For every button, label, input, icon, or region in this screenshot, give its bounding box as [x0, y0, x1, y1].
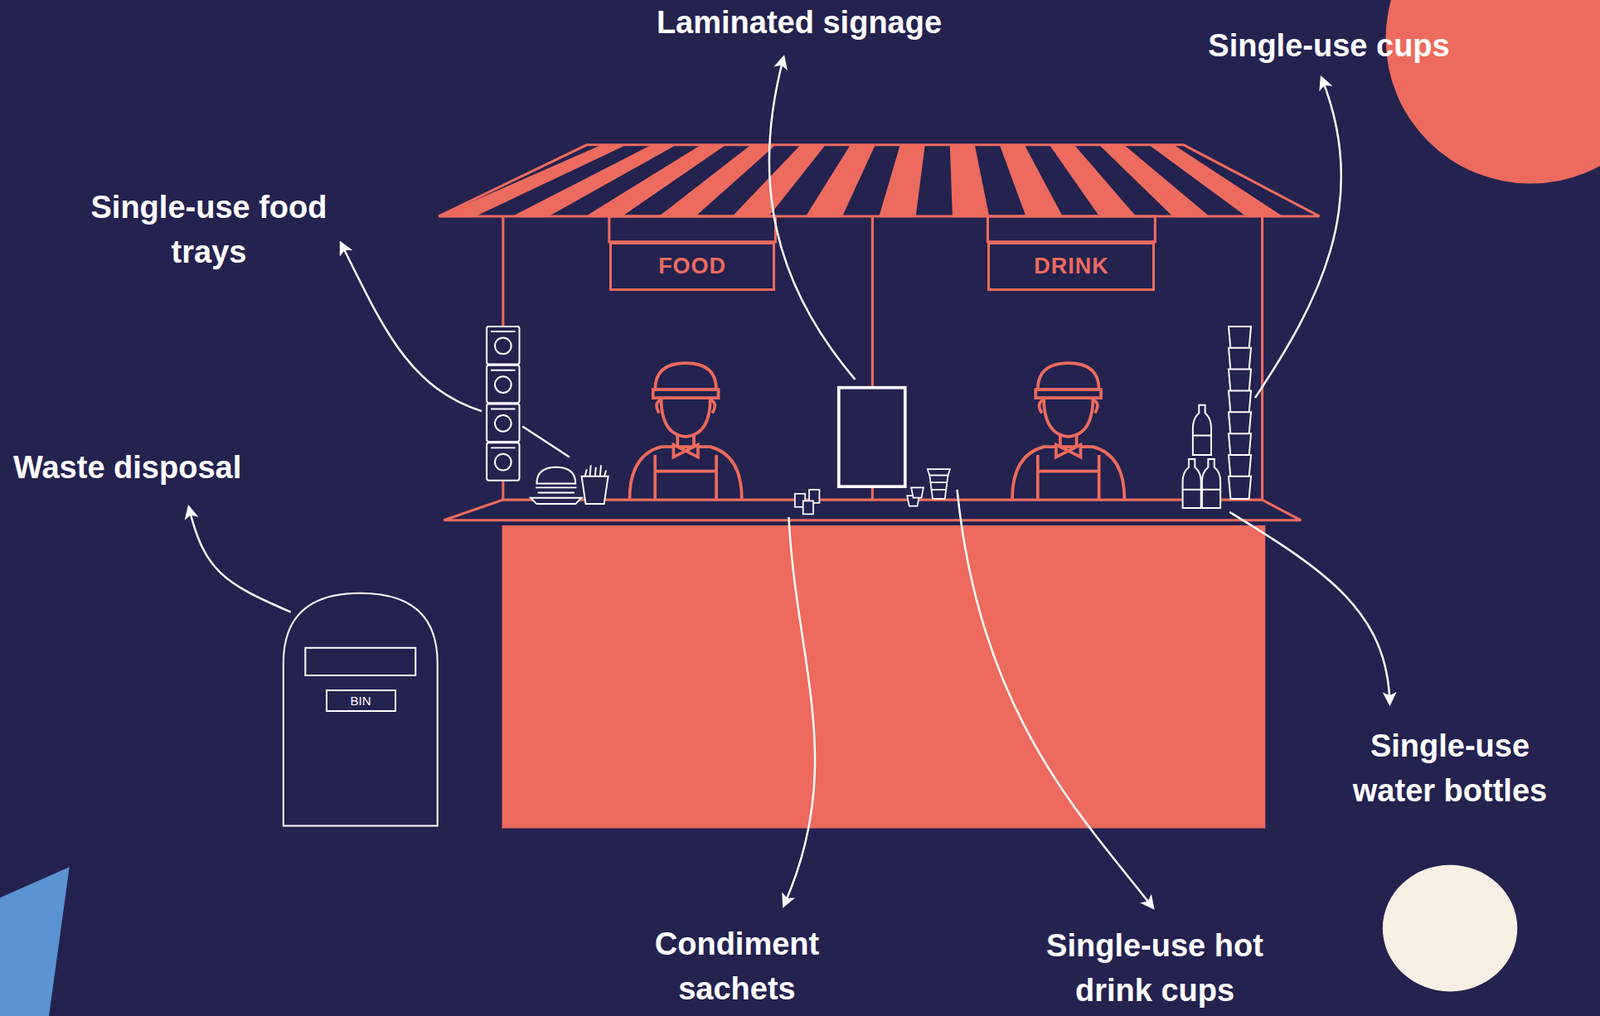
leader-lines: [189, 57, 1391, 909]
worker-body: [629, 446, 742, 500]
tray-icon: [494, 376, 512, 393]
stacked-cup: [1228, 390, 1251, 413]
stacked-cup: [1228, 476, 1251, 500]
stall-sign: FOOD: [609, 242, 776, 291]
leader-arrow: [1255, 77, 1342, 398]
awning-stripe: [1149, 145, 1283, 217]
tray-icon: [494, 337, 512, 354]
laminated-sign: [838, 387, 906, 487]
cup-lid: [927, 469, 951, 476]
awning-base: [438, 145, 1319, 217]
worker-ears: [656, 400, 715, 414]
callout-label: Laminated signage: [550, 0, 1048, 45]
bottle: [1192, 405, 1212, 456]
tray-line: [490, 331, 516, 448]
food-trays: [486, 326, 519, 481]
waste-bin: BIN: [281, 591, 440, 828]
cup-sleeve: [930, 482, 948, 490]
awning: [438, 145, 1319, 217]
burger-bun: [536, 467, 576, 485]
awning-stripe: [1099, 145, 1210, 217]
bottle-label: [1183, 436, 1222, 490]
stacked-cup: [1228, 433, 1251, 456]
awning-stripe: [732, 145, 825, 217]
worker-body: [1012, 446, 1125, 500]
worker: [1012, 363, 1125, 500]
leader-arrow: [340, 242, 482, 412]
counter-front: [502, 525, 1266, 830]
awning-stripe: [878, 145, 925, 217]
callout-label: Single-use cups: [1096, 23, 1562, 68]
worker-cap: [1037, 363, 1100, 390]
stacked-cup: [1228, 369, 1251, 393]
leader-arrow: [189, 507, 291, 613]
worker-apron: [1037, 455, 1100, 500]
leader-arrow: [957, 489, 1154, 909]
post: [1260, 216, 1264, 500]
burger: [530, 467, 582, 505]
stall-frame: [503, 216, 1263, 500]
stacked-cup: [1228, 455, 1251, 478]
awning-stripe: [950, 145, 990, 217]
leader-arrow: [1229, 512, 1390, 704]
bin-slot: [305, 648, 416, 676]
worker-cap: [654, 363, 717, 390]
leader-line: [522, 426, 570, 458]
awning-stripe: [805, 145, 876, 217]
water-bottles: [1183, 405, 1222, 509]
leader-arrow: [769, 57, 856, 380]
awning-outline: [438, 145, 1319, 217]
stacked-cup: [1228, 326, 1251, 350]
leader-arrow: [783, 517, 815, 907]
callout-label: Single-use hot drink cups: [1030, 923, 1280, 1014]
callout-label: Single-use food trays: [67, 184, 350, 275]
bottle: [1183, 459, 1202, 509]
awning-stripe: [999, 145, 1063, 217]
bin-outline: [281, 591, 440, 828]
worker: [629, 363, 742, 500]
sign-label: DRINK: [1033, 253, 1110, 280]
hot-drink-cups: [906, 469, 951, 506]
sachet: [803, 500, 814, 514]
fries-box: [581, 476, 609, 505]
tray-icon: [494, 415, 512, 432]
sign-label: FOOD: [658, 253, 727, 280]
worker-apron: [654, 455, 717, 500]
deco-triangle: [0, 867, 70, 1016]
sign-hanger: [609, 216, 776, 243]
cup-stack: [1228, 326, 1251, 500]
callout-label: Single-use water bottles: [1338, 723, 1562, 814]
burger-fill: [535, 487, 577, 493]
stacked-cup: [1228, 348, 1251, 371]
worker-ears: [1039, 400, 1098, 414]
deco-circle: [1386, 0, 1600, 185]
worker-cap-brim: [653, 389, 719, 398]
stacked-cup: [1228, 412, 1251, 435]
bin-label: BIN: [325, 689, 397, 713]
deco-circle: [1382, 865, 1518, 993]
bin-body: [283, 593, 438, 827]
callout-label: Waste disposal: [13, 445, 387, 490]
burger-plate: [530, 498, 582, 505]
worker-cap-brim: [1035, 389, 1101, 398]
tray-icon: [494, 454, 512, 471]
fries: [581, 465, 609, 505]
fries-sticks: [584, 465, 607, 478]
stall-sign: DRINK: [987, 242, 1155, 291]
sign-hanger: [987, 216, 1155, 243]
cup-small: [911, 487, 924, 498]
callout-label: Condiment sachets: [629, 921, 845, 1012]
bottle: [1202, 459, 1221, 509]
cup: [929, 475, 948, 500]
condiment-sachets: [795, 489, 820, 515]
